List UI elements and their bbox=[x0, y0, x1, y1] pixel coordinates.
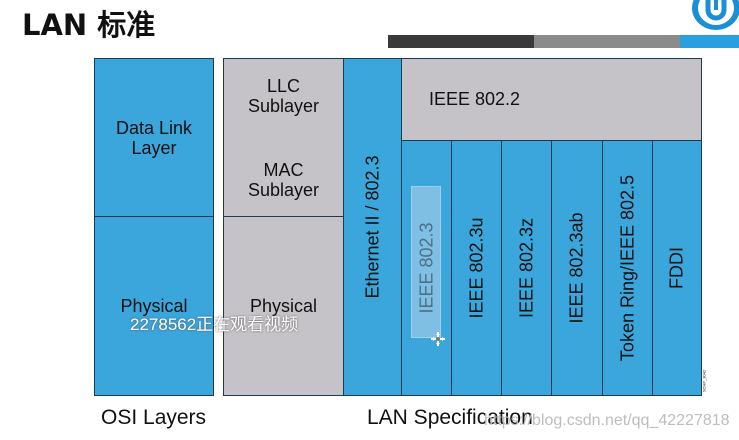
llc-sublayer: LLC Sublayer bbox=[224, 71, 343, 121]
lan-std-fddi: FDDI bbox=[652, 140, 702, 396]
std-802-3u-label: IEEE 802.3u bbox=[466, 217, 486, 319]
osi-layers-caption: OSI Layers bbox=[101, 406, 207, 429]
figure-code: SCHP_3042 bbox=[701, 369, 707, 393]
lan-std-802-5: Token Ring/IEEE 802.5 bbox=[602, 140, 653, 396]
osi-data-link-layer: Data Link Layer bbox=[94, 58, 214, 217]
std-802-3z-label: IEEE 802.3z bbox=[516, 217, 536, 319]
middle-physical-label: Physical bbox=[249, 296, 318, 316]
mac-sublayer: MAC Sublayer bbox=[224, 155, 343, 205]
lan-std-802-3z: IEEE 802.3z bbox=[501, 140, 552, 396]
header-bar-blue bbox=[680, 35, 739, 48]
csdn-watermark: https://blog.csdn.net/qq_42227818 bbox=[484, 412, 730, 429]
selection-highlight bbox=[411, 186, 441, 338]
lan-std-802-3u: IEEE 802.3u bbox=[451, 140, 502, 396]
std-802-3ab-label: IEEE 802.3ab bbox=[566, 212, 587, 324]
lan-specification-caption: LAN Specification bbox=[367, 406, 533, 429]
ethernet-label: Ethernet II / 802.3 bbox=[362, 155, 382, 299]
std-802-3-label: IEEE 802.3 bbox=[416, 222, 436, 314]
move-cursor-icon bbox=[430, 331, 446, 347]
std-802-5-label: Token Ring/IEEE 802.5 bbox=[617, 174, 637, 362]
osi-physical-label: Physical bbox=[120, 296, 188, 316]
page-title: LAN 标准 bbox=[22, 8, 156, 42]
logo-icon bbox=[686, 0, 739, 38]
middle-physical: Physical bbox=[223, 216, 344, 396]
header-bar-dark bbox=[388, 35, 534, 48]
lan-ethernet-column: Ethernet II / 802.3 bbox=[343, 58, 402, 396]
ieee-802-2-label: IEEE 802.2 bbox=[429, 89, 521, 109]
ieee-802-2-block: IEEE 802.2 bbox=[401, 58, 702, 141]
viewer-count-overlay: 2278562正在观看视频 bbox=[130, 315, 299, 334]
llc-sublayer-label: LLC Sublayer bbox=[247, 76, 320, 116]
lan-std-802-3: IEEE 802.3 bbox=[401, 140, 452, 396]
mac-sublayer-label: MAC Sublayer bbox=[247, 160, 320, 200]
osi-physical-layer: Physical bbox=[94, 216, 214, 396]
mac-llc-block: LLC Sublayer MAC Sublayer bbox=[223, 58, 344, 217]
header-bar-gray bbox=[534, 35, 680, 48]
osi-data-link-label: Data Link Layer bbox=[115, 117, 193, 158]
std-fddi-label: FDDI bbox=[666, 247, 687, 289]
lan-std-802-3ab: IEEE 802.3ab bbox=[551, 140, 603, 396]
